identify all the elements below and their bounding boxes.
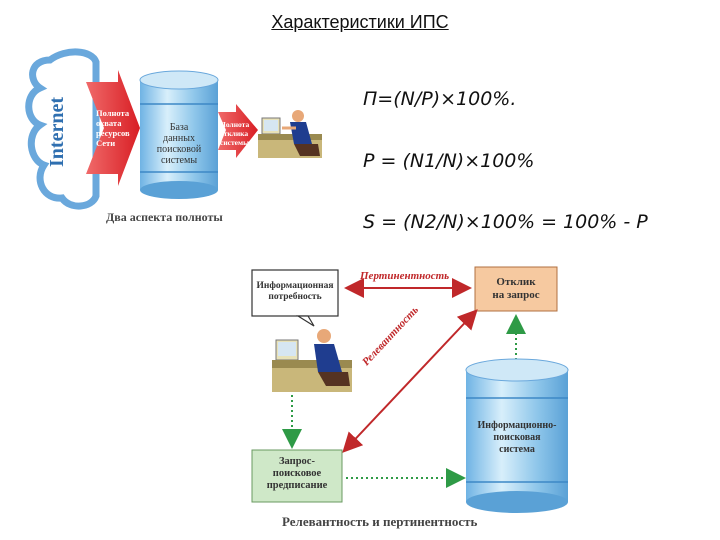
top-diagram-caption: Два аспекта полноты (106, 210, 223, 225)
info-need-label: Информационная потребность (252, 281, 338, 303)
response-label: Отклик на запрос (475, 276, 557, 302)
bottom-diagram-caption: Релевантность и пертинентность (282, 514, 477, 530)
database-label: База данных поисковой системы (140, 122, 218, 166)
ips-label: Информационно- поисковая система (466, 420, 568, 456)
pertinence-label: Пертинентность (360, 270, 449, 282)
response-completeness-label: Полнота отклика системы (220, 120, 270, 147)
query-label: Запрос- поисковое предписание (252, 456, 342, 492)
relevance-arrow (345, 312, 475, 450)
user-at-computer-bottom-icon (272, 329, 352, 392)
internet-label: Internet (45, 92, 69, 172)
